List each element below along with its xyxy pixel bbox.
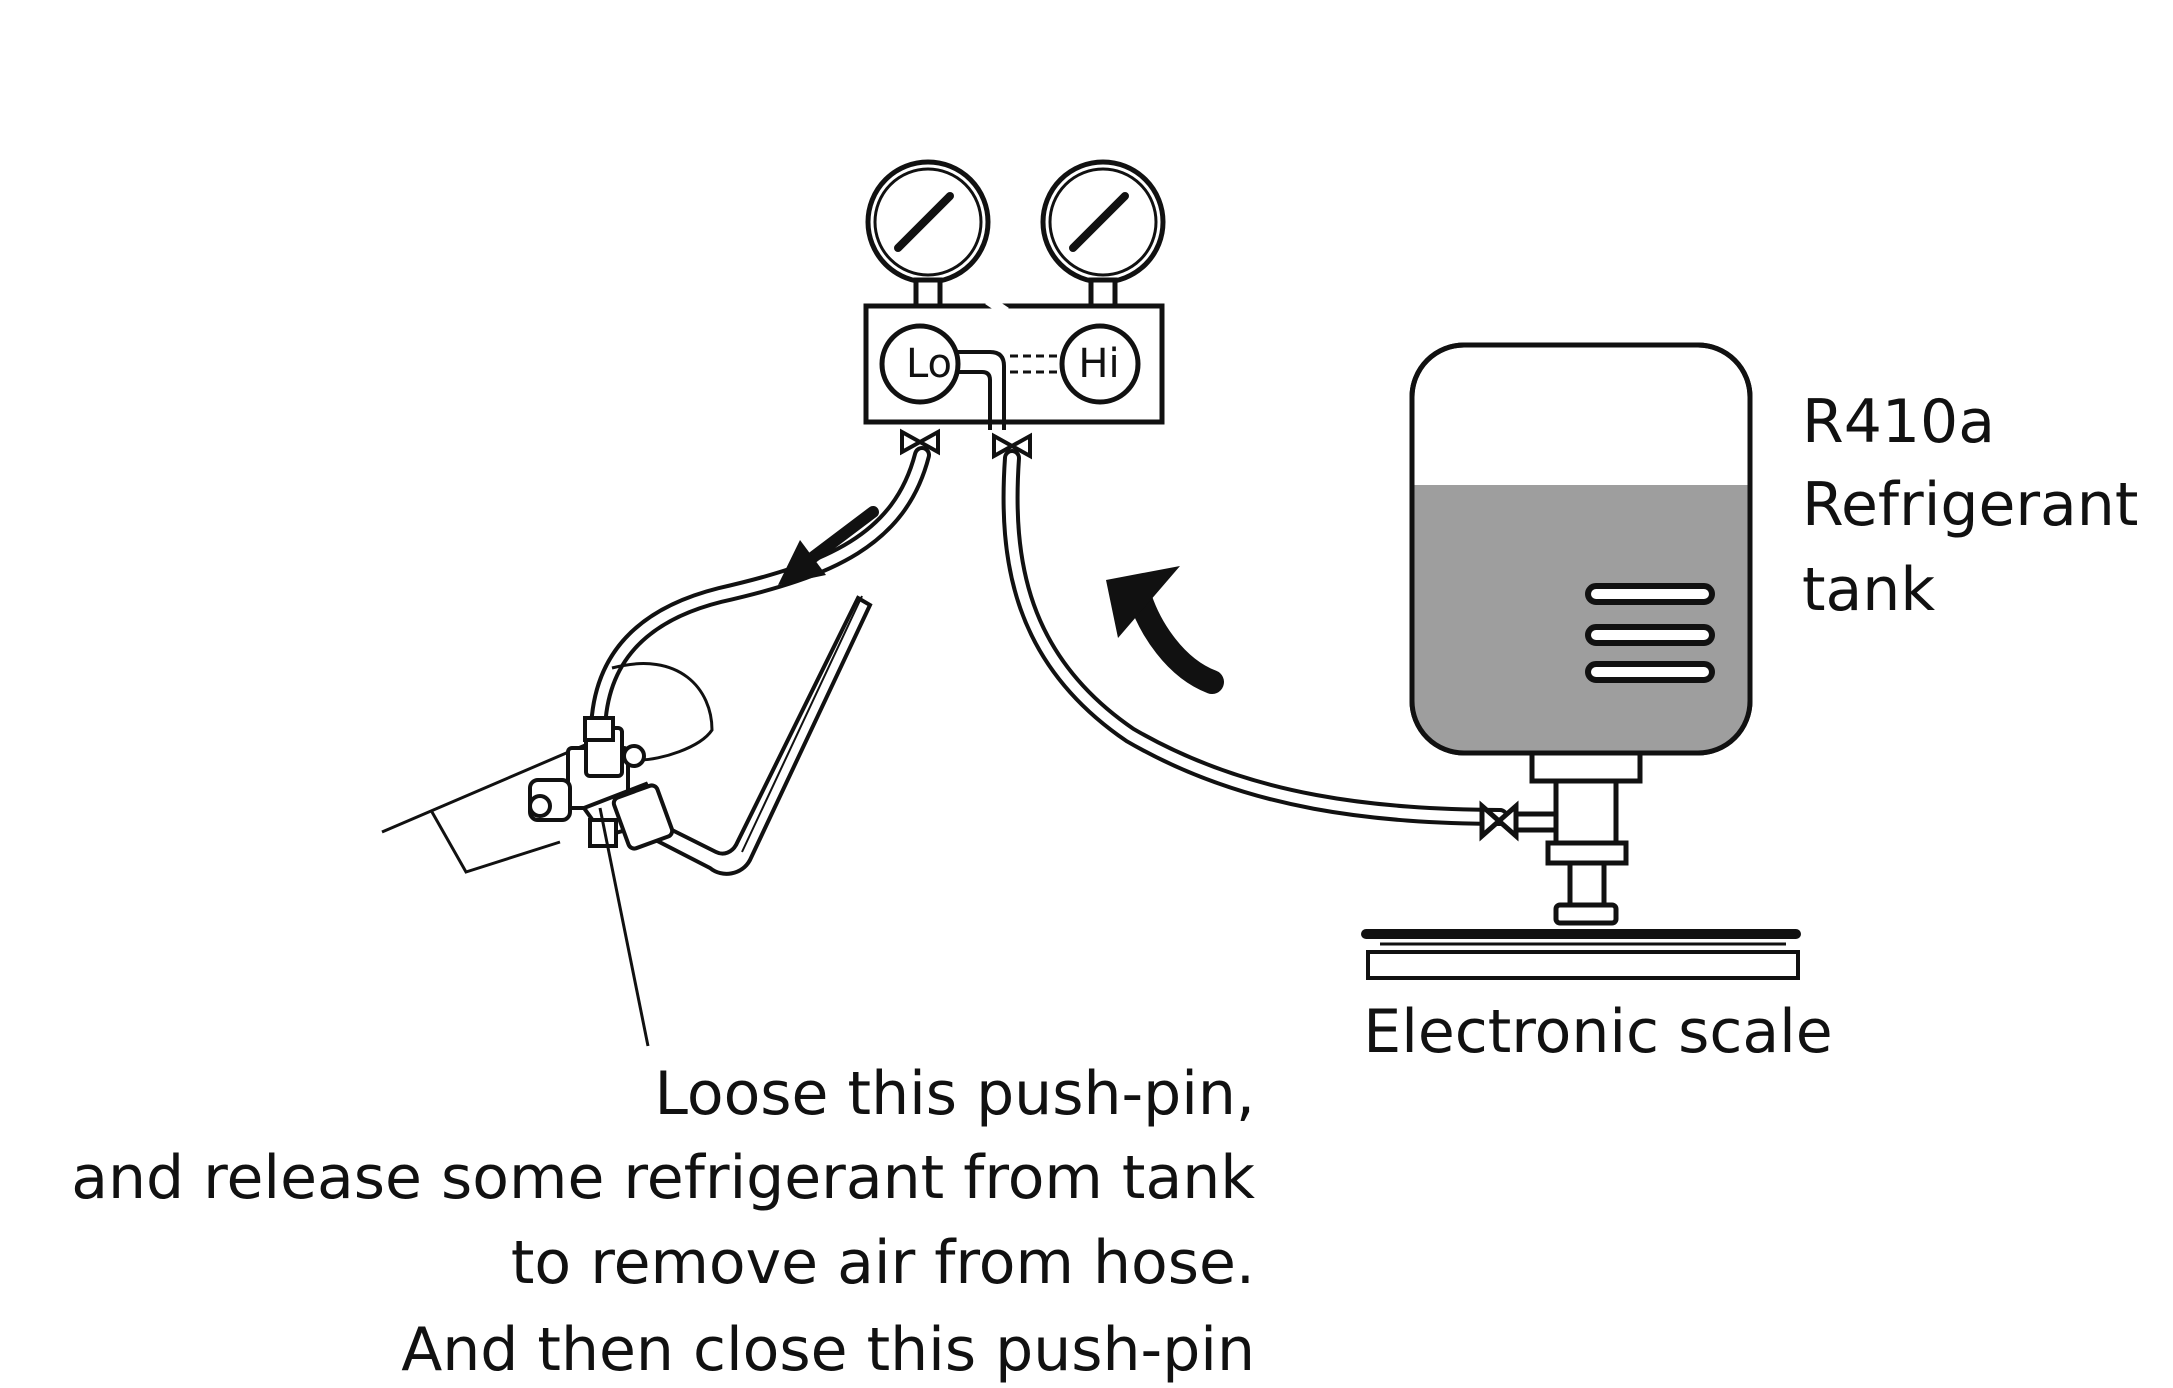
hoses	[589, 446, 1509, 826]
flow-arrows	[778, 506, 1224, 694]
tank-valve-icon	[1479, 800, 1519, 842]
high-valve-icon	[992, 432, 1032, 460]
arrow-down-left-icon	[778, 506, 879, 585]
instruction-line-2: and release some refrigerant from tank	[71, 1143, 1255, 1213]
tank-label-line-3: tank	[1802, 555, 1935, 625]
high-knob-icon	[1059, 323, 1141, 405]
instruction-line-4: And then close this push-pin	[401, 1315, 1255, 1385]
hex-key-icon	[637, 595, 873, 876]
instruction-line-1: Loose this push-pin,	[655, 1059, 1256, 1129]
high-gauge-label: Hi	[1078, 341, 1119, 387]
tank-label-line-1: R410a	[1802, 387, 1995, 457]
tank-grip-icon	[1585, 583, 1715, 683]
low-knob-icon	[879, 323, 961, 405]
service-valve-assembly	[381, 595, 873, 876]
electronic-scale	[1361, 929, 1801, 980]
high-pressure-gauge-icon	[1040, 159, 1166, 309]
instruction-line-3: to remove air from hose.	[511, 1228, 1255, 1298]
low-pressure-gauge-icon	[865, 159, 991, 309]
curved-arrow-icon	[1106, 566, 1224, 694]
scale-label: Electronic scale	[1363, 997, 1832, 1067]
low-side-hose	[589, 446, 931, 739]
low-valve-icon	[900, 428, 940, 456]
low-gauge-label: Lo	[906, 341, 952, 387]
manifold-gauge-set	[863, 159, 1166, 460]
tank-label-line-2: Refrigerant	[1802, 470, 2138, 540]
push-pin-leader-line	[598, 807, 650, 1047]
refrigerant-tank	[1409, 342, 1753, 926]
